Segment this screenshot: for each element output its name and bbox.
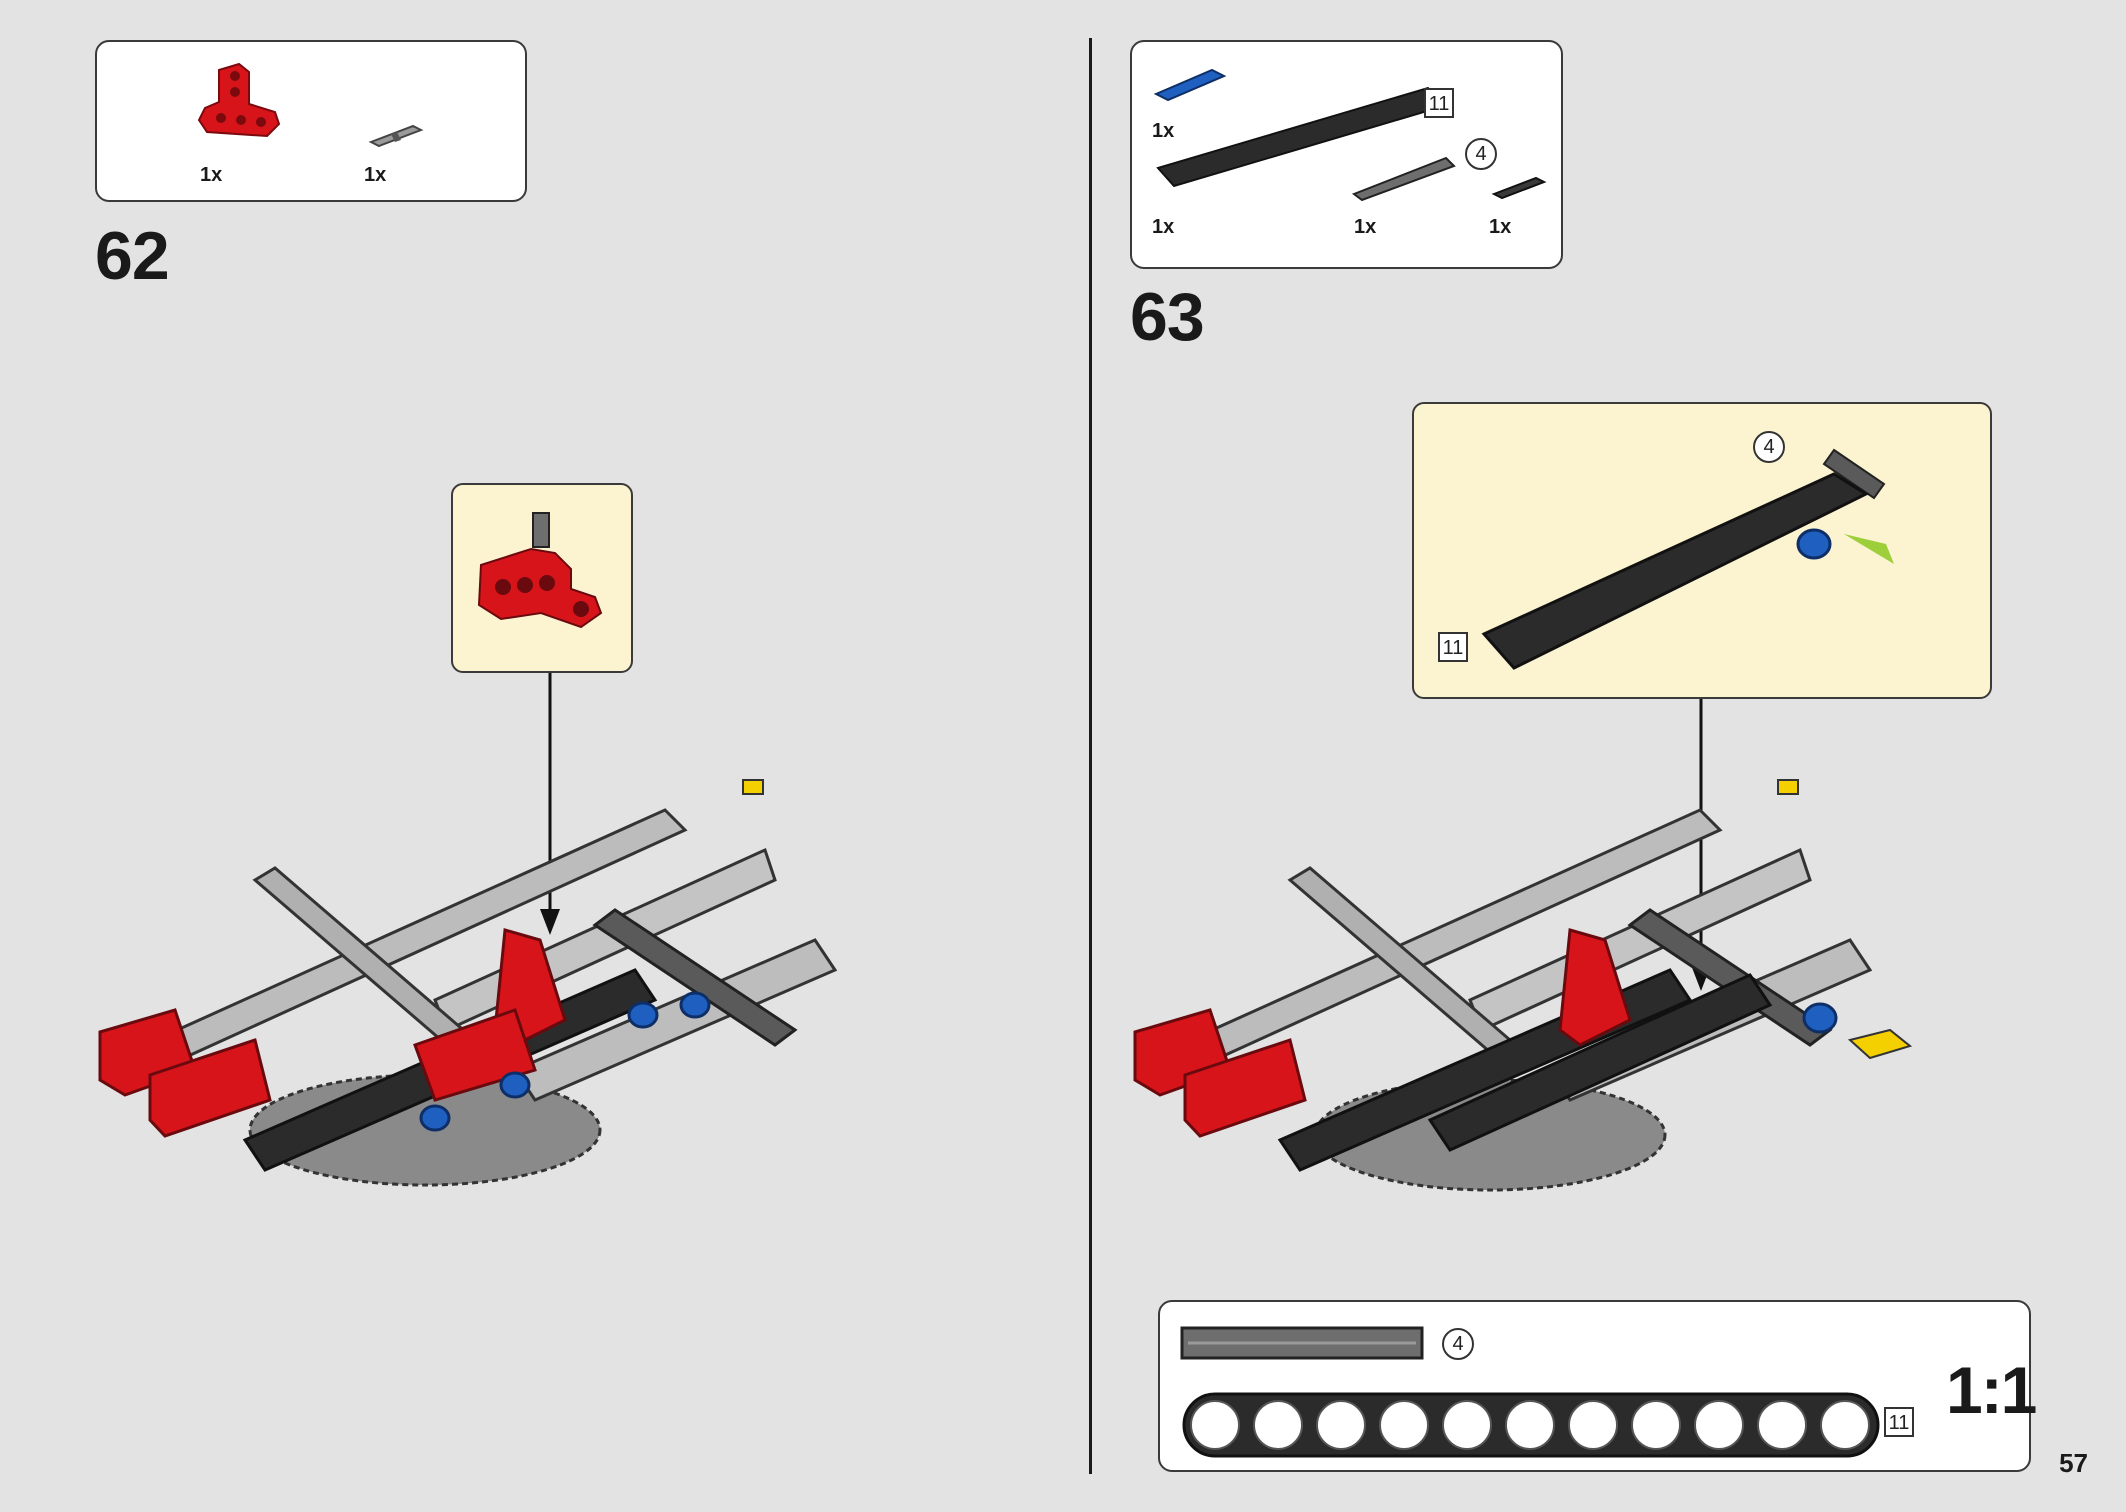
black-pin-icon bbox=[1491, 176, 1547, 200]
beam-length-tag: 11 bbox=[1438, 632, 1468, 662]
beam-length-tag: 11 bbox=[1884, 1407, 1914, 1437]
part-qty: 1x bbox=[1152, 120, 1175, 142]
gray-axle-4-icon bbox=[1351, 156, 1456, 202]
part-qty: 1x bbox=[200, 164, 223, 186]
page-divider bbox=[1089, 38, 1092, 1474]
axle-4-actual-size-icon bbox=[1180, 1326, 1424, 1360]
beam-length-tag: 11 bbox=[1424, 88, 1454, 118]
callout-step-63: 4 11 bbox=[1412, 402, 1992, 699]
assembly-model-step-62 bbox=[98, 779, 838, 1187]
axle-length-tag: 4 bbox=[1465, 138, 1497, 170]
red-t-beam-icon bbox=[197, 62, 281, 138]
axle-length-tag: 4 bbox=[1442, 1328, 1474, 1360]
gray-pin-icon bbox=[368, 124, 424, 148]
step-number: 62 bbox=[95, 218, 170, 294]
assembly-model-step-63 bbox=[1133, 779, 1913, 1192]
callout-step-62 bbox=[451, 483, 633, 673]
part-qty: 1x bbox=[364, 164, 387, 186]
red-t-beam-with-pin-icon bbox=[477, 512, 603, 629]
axle-length-tag: 4 bbox=[1753, 431, 1785, 463]
scale-label: 1:1 bbox=[1946, 1353, 2037, 1427]
parts-list-step-62: 1x 1x bbox=[95, 40, 527, 202]
beam-11-actual-size-icon bbox=[1182, 1392, 1880, 1458]
parts-list-step-63: 1x 11 1x 4 1x 1x bbox=[1130, 40, 1563, 269]
part-qty: 1x bbox=[1354, 216, 1377, 238]
scale-reference-box: 4 11 1:1 bbox=[1158, 1300, 2037, 1472]
page-number: 57 bbox=[2059, 1448, 2088, 1478]
blue-axle-pin-icon bbox=[1153, 68, 1227, 102]
part-qty: 1x bbox=[1489, 216, 1512, 238]
part-qty: 1x bbox=[1152, 216, 1175, 238]
beam-with-axle-subassembly bbox=[1481, 448, 1894, 670]
step-number: 63 bbox=[1130, 279, 1205, 355]
